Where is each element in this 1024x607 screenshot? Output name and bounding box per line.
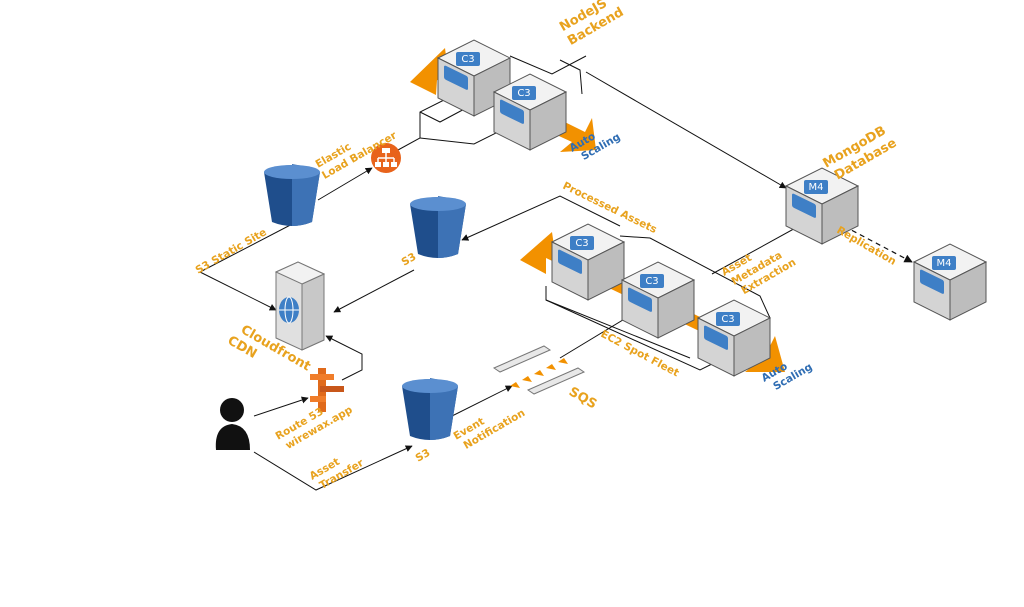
label-asset-metadata: Asset Metadata Extraction	[720, 249, 799, 297]
server-type-label: C3	[517, 88, 530, 99]
label-s3-upload: S3	[414, 447, 433, 465]
server-type-label: C3	[575, 238, 588, 249]
label-event-notification: Event Notification	[452, 407, 528, 452]
label-auto-scaling-top: Auto Scaling	[568, 130, 623, 163]
worker-server-2: C3	[621, 261, 695, 339]
label-ec2-spot-fleet: EC2 Spot Fleet	[599, 328, 681, 379]
chip-icon	[640, 274, 664, 288]
server-type-label: C3	[721, 314, 734, 325]
server-type-label: C3	[461, 54, 474, 65]
chip-icon	[570, 236, 594, 250]
chip-icon	[716, 312, 740, 326]
s3-bucket-icon	[410, 196, 466, 258]
load-balancer-icon	[371, 143, 401, 173]
chip-icon	[512, 86, 536, 100]
label-sqs: SQS	[566, 384, 599, 412]
label-replication: Replication	[835, 224, 899, 268]
chip-icon	[456, 52, 480, 66]
s3-bucket-icon	[402, 378, 458, 440]
server-type-label: M4	[937, 258, 952, 269]
route53-icon	[310, 368, 344, 412]
mongodb-primary: M4	[785, 167, 859, 245]
cloudfront-icon	[274, 261, 326, 351]
mongodb-replica: M4	[913, 243, 987, 321]
server-type-label: M4	[809, 182, 824, 193]
sqs-icon	[492, 345, 586, 395]
worker-server-1: C3	[551, 223, 625, 301]
backend-server-2: C3	[493, 73, 567, 151]
label-s3-static-site: S3 Static Site	[194, 226, 269, 276]
s3-bucket-icon	[264, 164, 320, 226]
backend-server-1: C3	[437, 39, 511, 117]
server-type-label: C3	[645, 276, 658, 287]
user-icon	[215, 398, 250, 450]
label-processed-assets: Processed Assets	[561, 180, 659, 236]
label-nodejs-backend: NodeJS Backend	[557, 0, 626, 49]
chip-icon	[804, 180, 828, 194]
worker-server-3: C3	[697, 299, 771, 377]
label-s3-processed: S3	[400, 251, 419, 269]
label-asset-transfer: Asset Transfer	[308, 456, 367, 492]
chip-icon	[932, 256, 956, 270]
